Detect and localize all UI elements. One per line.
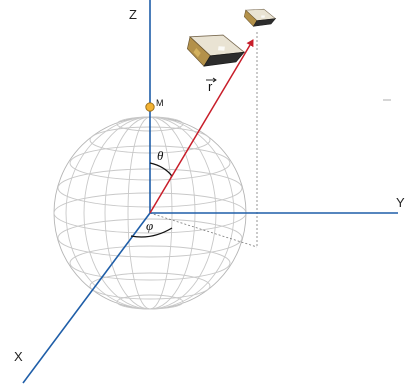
azimuth-angle-label: φ: [146, 218, 153, 233]
satellite-icon: [243, 8, 277, 27]
point-m-marker: [145, 102, 155, 112]
position-vector: [149, 39, 254, 214]
y-axis-label: Y: [396, 195, 405, 210]
projection-lines: [149, 32, 258, 248]
latitude-line: [116, 294, 184, 310]
azimuth-angle-arc: [130, 227, 173, 238]
x-axis-label: X: [14, 349, 23, 364]
x-axis: [22, 212, 151, 384]
latitude-line: [57, 218, 243, 258]
horizontal-projection-line: [149, 212, 258, 248]
point-m-label: M: [156, 98, 164, 108]
polar-angle-label: θ: [157, 148, 164, 163]
polar-angle-arc: [149, 162, 173, 177]
satellite-icon: [186, 34, 246, 67]
vector-r-label: r: [208, 79, 213, 94]
z-axis-label: Z: [129, 7, 137, 22]
vector-r-arrow-head: [212, 77, 217, 83]
latitude-line: [89, 272, 211, 300]
latitude-line: [69, 245, 231, 281]
